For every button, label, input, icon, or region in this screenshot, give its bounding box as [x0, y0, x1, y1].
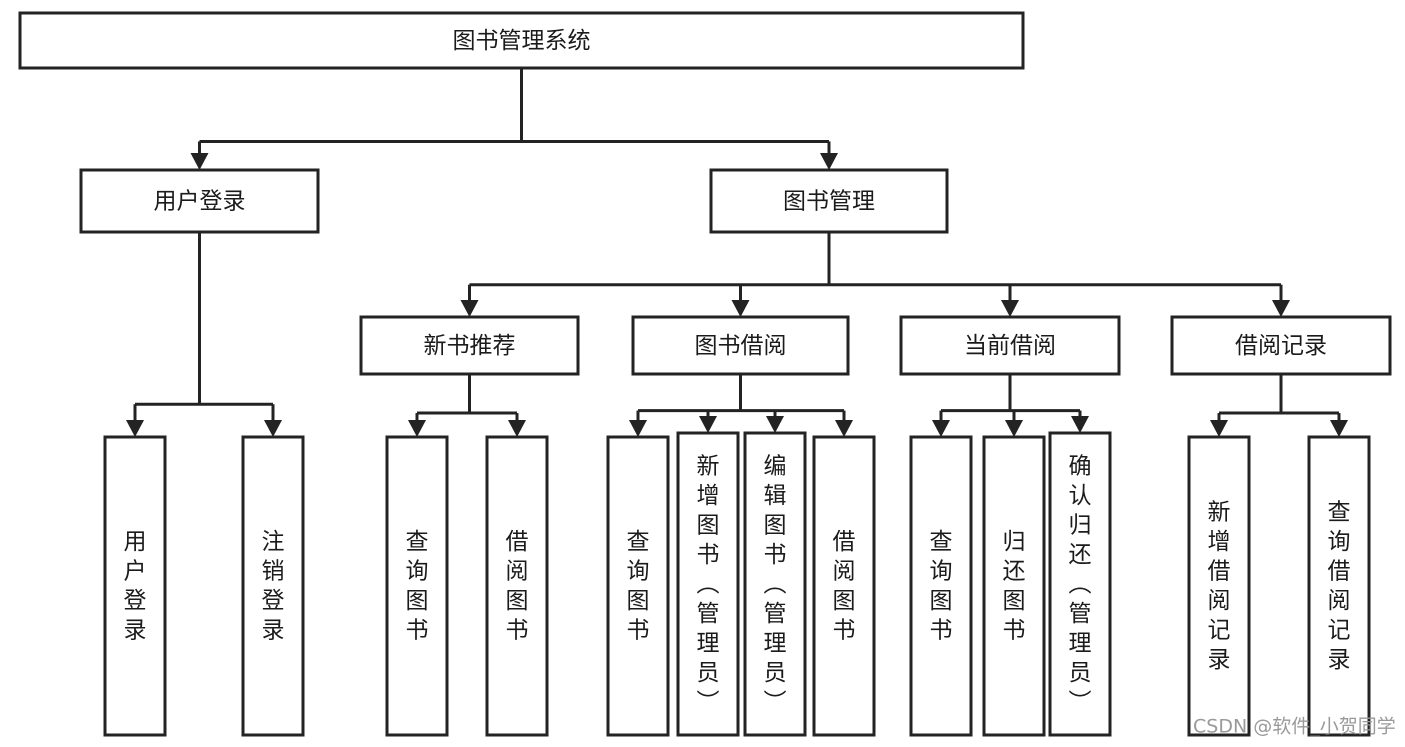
arrow-head-current_borrow-1 — [1005, 420, 1023, 437]
node-box — [385, 435, 449, 737]
node-label: 图书借阅 — [695, 333, 787, 359]
node-box — [1048, 431, 1112, 737]
node-borrow-record[interactable]: 借阅记录 — [1170, 315, 1392, 376]
node-label: 查询图书 — [627, 529, 650, 644]
csdn-watermark: CSDN @软件_小贺同学 — [1193, 716, 1396, 738]
node-label: 借阅图书 — [506, 529, 529, 644]
node-label: 查询借阅记录 — [1328, 500, 1351, 674]
arrow-head-user_login-1 — [264, 420, 282, 437]
node-leaf-cur-return[interactable]: 归还图书 — [982, 435, 1046, 737]
node-book-borrow[interactable]: 图书借阅 — [631, 315, 850, 376]
arrow-head-root-0 — [190, 153, 209, 170]
node-layer: 图书管理系统用户登录图书管理新书推荐图书借阅当前借阅借阅记录用户登录注销登录查询… — [18, 11, 1392, 737]
node-leaf-rec-query[interactable]: 查询图书 — [385, 435, 449, 737]
node-label: 归还图书 — [1003, 529, 1026, 644]
node-box — [485, 435, 549, 737]
arrow-head-book_borrow-2 — [766, 416, 784, 433]
node-label: 新书推荐 — [424, 333, 516, 359]
arrow-head-book_admin-0 — [460, 300, 479, 317]
node-box — [631, 315, 850, 376]
node-label: 新增借阅记录 — [1208, 500, 1231, 674]
node-new-book-rec[interactable]: 新书推荐 — [359, 315, 580, 376]
node-box — [359, 315, 580, 376]
node-leaf-rec-query2[interactable]: 查询借阅记录 — [1307, 435, 1371, 737]
arrow-head-borrow_record-1 — [1330, 420, 1348, 437]
node-label: 查询图书 — [930, 529, 953, 644]
node-label: 编辑图书︵管理员︶ — [764, 453, 787, 715]
node-leaf-rec-add[interactable]: 新增借阅记录 — [1187, 435, 1251, 737]
node-box — [909, 435, 973, 737]
edge-layer — [126, 68, 1348, 437]
node-box — [79, 168, 320, 234]
node-leaf-cur-confirm[interactable]: 确认归还︵管理员︶ — [1048, 431, 1112, 737]
node-box — [1170, 315, 1392, 376]
arrow-head-book_admin-1 — [731, 300, 750, 317]
node-box — [606, 435, 670, 737]
node-current-borrow[interactable]: 当前借阅 — [899, 315, 1121, 376]
node-label: 借阅记录 — [1235, 333, 1327, 359]
node-leaf-borrow-query[interactable]: 查询图书 — [606, 435, 670, 737]
node-leaf-borrow-add[interactable]: 新增图书︵管理员︶ — [676, 431, 740, 737]
node-user-login[interactable]: 用户登录 — [79, 168, 320, 234]
node-root[interactable]: 图书管理系统 — [18, 11, 1025, 70]
arrow-head-book_admin-2 — [1001, 300, 1019, 317]
node-box — [18, 11, 1025, 70]
arrow-head-current_borrow-2 — [1071, 416, 1089, 433]
node-leaf-cur-query[interactable]: 查询图书 — [909, 435, 973, 737]
node-box — [899, 315, 1121, 376]
node-box — [241, 435, 305, 737]
node-label: 用户登录 — [154, 189, 246, 215]
node-label: 用户登录 — [124, 529, 147, 644]
arrow-head-book_admin-3 — [1272, 300, 1290, 317]
node-box — [103, 435, 167, 737]
arrow-head-user_login-0 — [126, 420, 144, 437]
node-leaf-rec-borrow[interactable]: 借阅图书 — [485, 435, 549, 737]
node-leaf-user-logout[interactable]: 注销登录 — [241, 435, 305, 737]
node-box — [1187, 435, 1251, 737]
arrow-head-new_book_rec-0 — [408, 420, 426, 437]
node-box — [676, 431, 740, 737]
arrow-head-book_borrow-3 — [835, 420, 853, 437]
node-box — [982, 435, 1046, 737]
arrow-head-current_borrow-0 — [932, 420, 950, 437]
arrow-head-borrow_record-0 — [1210, 420, 1228, 437]
node-label: 注销登录 — [262, 529, 285, 644]
node-box — [1307, 435, 1371, 737]
node-label: 图书管理 — [783, 189, 875, 215]
node-box — [812, 435, 876, 737]
arrow-head-book_borrow-1 — [699, 416, 717, 433]
arrow-head-new_book_rec-1 — [508, 420, 526, 437]
node-leaf-borrow-do[interactable]: 借阅图书 — [812, 435, 876, 737]
arrow-head-root-1 — [820, 153, 838, 170]
node-book-admin[interactable]: 图书管理 — [709, 168, 949, 234]
node-box — [709, 168, 949, 234]
node-label: 查询图书 — [406, 529, 429, 644]
node-label: 确认归还︵管理员︶ — [1069, 453, 1092, 715]
node-box — [743, 431, 807, 737]
node-label: 当前借阅 — [964, 333, 1056, 359]
node-leaf-borrow-edit[interactable]: 编辑图书︵管理员︶ — [743, 431, 807, 737]
node-label: 新增图书︵管理员︶ — [697, 453, 720, 715]
node-label: 图书管理系统 — [453, 28, 591, 54]
node-label: 借阅图书 — [833, 529, 856, 644]
arrow-head-book_borrow-0 — [629, 420, 647, 437]
node-leaf-user-login[interactable]: 用户登录 — [103, 435, 167, 737]
